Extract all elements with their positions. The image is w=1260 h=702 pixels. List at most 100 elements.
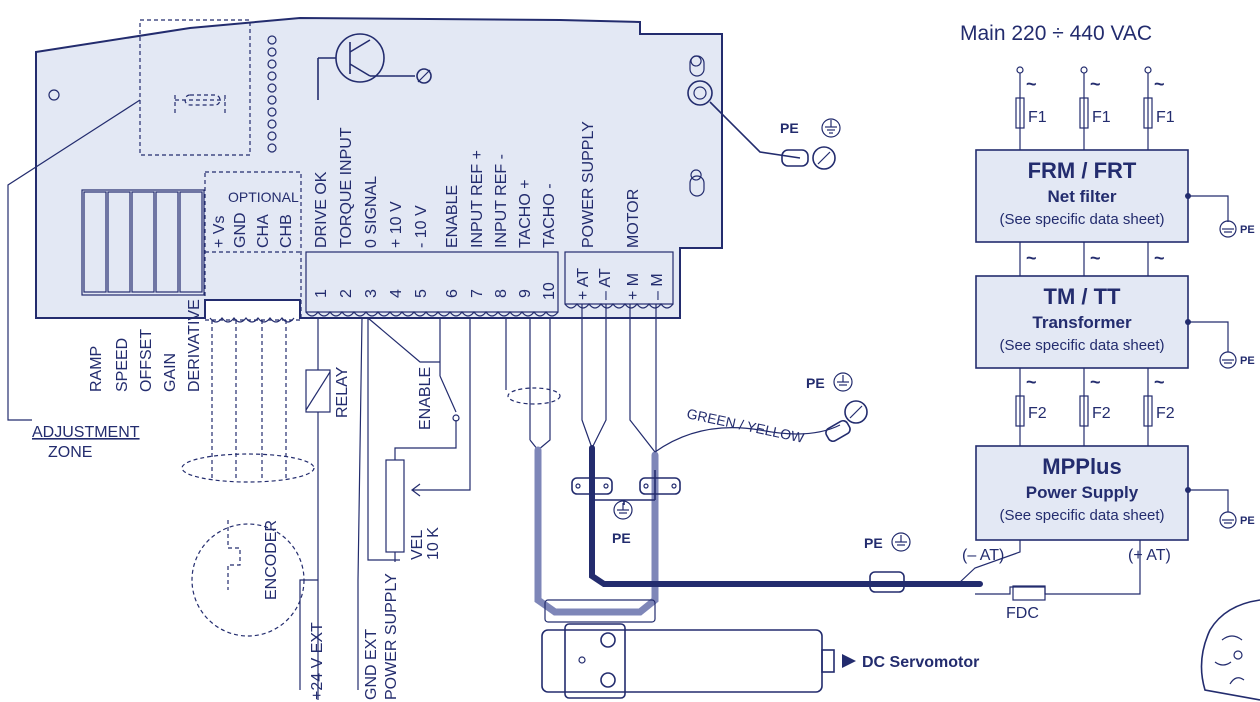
- frm-title: FRM / FRT: [1028, 158, 1137, 183]
- svg-text:~: ~: [1026, 372, 1037, 392]
- svg-text:~: ~: [1154, 74, 1165, 94]
- term-label-4: + 10 V: [388, 201, 405, 248]
- terminal-numbers: 1 2 3 4 5 6 7 8 9 10: [313, 282, 558, 300]
- term-num-7: 7: [469, 289, 486, 298]
- cable-ground-icon: [891, 532, 911, 552]
- tm-subtitle: Transformer: [1032, 313, 1132, 332]
- term-num-10: 10: [541, 282, 558, 300]
- frm-subtitle: Net filter: [1048, 187, 1117, 206]
- trimmer-speed: SPEED: [114, 338, 131, 392]
- fuse-f1-labels: F1 F1 F1: [1028, 109, 1175, 126]
- supply-wires: [581, 304, 607, 449]
- mpplus-note: (See specific data sheet): [999, 507, 1164, 524]
- term-num-4: 4: [388, 289, 405, 298]
- optional-vs: + Vs: [211, 216, 228, 248]
- svg-text:F1: F1: [1156, 109, 1175, 126]
- encoder-body: [191, 523, 305, 637]
- pe-label-frm: PE: [1240, 224, 1255, 236]
- term-label-8: INPUT REF -: [493, 154, 510, 248]
- trimmer-gain: GAIN: [162, 353, 179, 392]
- power-term-neg-at: – AT: [597, 268, 614, 300]
- terminal-labels: DRIVE OK TORQUE INPUT 0 SIGNAL + 10 V - …: [313, 127, 558, 248]
- svg-text:~: ~: [1026, 74, 1037, 94]
- relay-label: RELAY: [334, 366, 351, 418]
- power-term-pos-m: + M: [625, 273, 642, 300]
- svg-text:F1: F1: [1092, 109, 1111, 126]
- tacho-wires: [505, 318, 551, 451]
- gnd-ext-label-2: POWER SUPPLY: [383, 573, 400, 700]
- svg-text:~: ~: [1154, 372, 1165, 392]
- pe-label-tm: PE: [1240, 355, 1255, 367]
- mount-hole: [48, 89, 60, 101]
- psu-pos-at-label: (+ AT): [1128, 547, 1171, 564]
- signal-terminal-strip: [305, 251, 559, 313]
- fdc-fuse: [1012, 585, 1046, 601]
- vel-potentiometer: [385, 459, 405, 553]
- optional-cha: CHA: [255, 214, 272, 248]
- term-label-9: TACHO +: [517, 179, 534, 248]
- mains-phases: [1015, 66, 1153, 150]
- term-label-5: - 10 V: [413, 205, 430, 248]
- gnd-wire: [357, 317, 363, 690]
- term-num-1: 1: [313, 289, 330, 298]
- trimmer-block: [81, 189, 205, 296]
- mains-tildes: ~ ~ ~: [1026, 74, 1165, 94]
- green-yellow-wire: [654, 424, 841, 453]
- power-term-pos-at: + AT: [575, 268, 592, 300]
- svg-text:F1: F1: [1028, 109, 1047, 126]
- trimmer-ramp: RAMP: [88, 346, 105, 392]
- term-num-8: 8: [493, 289, 510, 298]
- motor-ground-icon: [833, 372, 853, 392]
- mount-slot-top: [689, 55, 705, 77]
- mpplus-box: [975, 445, 1189, 541]
- enable-label: ENABLE: [417, 367, 434, 430]
- term-label-3: 0 SIGNAL: [363, 176, 380, 248]
- transformer-output: [1015, 368, 1153, 446]
- encoder-wires: [211, 320, 287, 480]
- mains-label: Main 220 ÷ 440 VAC: [960, 22, 1152, 45]
- mpplus-subtitle: Power Supply: [1026, 483, 1139, 502]
- fdc-label: FDC: [1006, 605, 1039, 622]
- optional-gnd: GND: [232, 212, 249, 248]
- frm-note: (See specific data sheet): [999, 211, 1164, 228]
- pin-column: [267, 35, 277, 153]
- power-term-neg-m: – M: [649, 273, 666, 300]
- power-supply-label: POWER SUPPLY: [580, 121, 597, 248]
- panel-pe-connection: [687, 80, 836, 170]
- motor-label: MOTOR: [625, 189, 642, 248]
- transistor-icon: [317, 33, 432, 100]
- svg-text:~: ~: [1026, 248, 1037, 268]
- ext-24v-label: +24 V EXT: [309, 622, 326, 700]
- inner-board-outline: [139, 19, 251, 156]
- optional-block: [204, 171, 302, 321]
- term-num-2: 2: [338, 289, 355, 298]
- pe-label-clamp: PE: [612, 530, 631, 546]
- svg-text:~: ~: [1154, 248, 1165, 268]
- psu-neg-at-label: (– AT): [962, 547, 1004, 564]
- pe-label-cable: PE: [864, 535, 883, 551]
- svg-text:~: ~: [1090, 74, 1101, 94]
- term-num-3: 3: [363, 289, 380, 298]
- motor-wires: [629, 304, 657, 453]
- clamp-ground-icon: [613, 500, 633, 520]
- trimmer-derivative: DERIVATIVE: [186, 299, 203, 392]
- trimmer-offset: OFFSET: [138, 329, 155, 392]
- optional-chb: CHB: [278, 214, 295, 248]
- terminal-scallops: [209, 303, 674, 323]
- trimmer-labels: RAMP SPEED OFFSET GAIN DERIVATIVE: [88, 299, 203, 392]
- relay-coil: [305, 369, 331, 413]
- fuse-f2-labels: F2 F2 F2: [1028, 405, 1175, 422]
- arrow-icon: [842, 654, 856, 668]
- tm-box: [975, 275, 1189, 369]
- green-yellow-label: GREEN / YELLOW: [685, 405, 806, 446]
- dc-servomotor: [541, 599, 835, 699]
- mpplus-title: MPPlus: [1042, 454, 1121, 479]
- term-num-5: 5: [413, 289, 430, 298]
- tm-note: (See specific data sheet): [999, 337, 1164, 354]
- adjustment-zone-label-2: ZONE: [48, 444, 92, 461]
- ground-icon: [821, 118, 841, 138]
- box-pe-connections: [1185, 193, 1229, 512]
- relay-wire: [299, 318, 319, 700]
- motor-pe-terminal: [825, 400, 868, 443]
- term-label-10: TACHO -: [541, 183, 558, 248]
